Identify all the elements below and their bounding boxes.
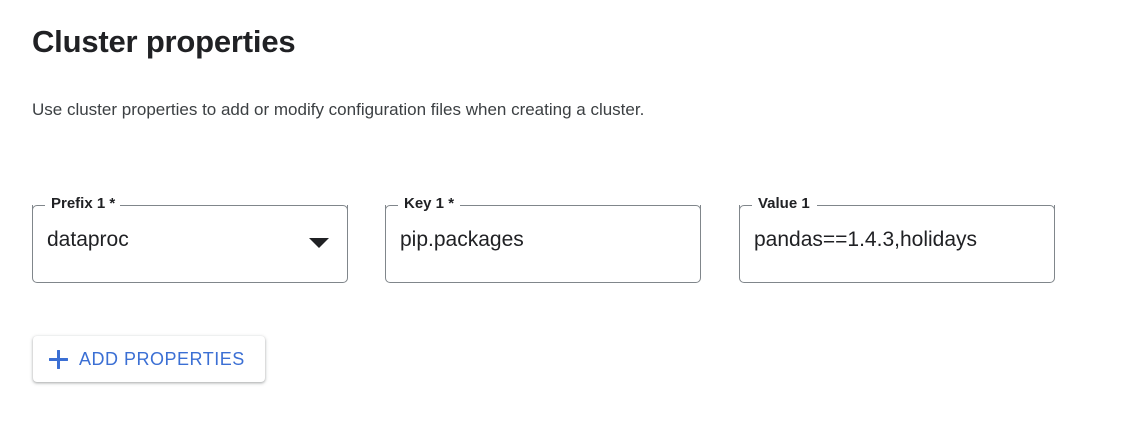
value-field-value[interactable]: pandas==1.4.3,holidays <box>754 228 978 251</box>
prefix-field-label: Prefix 1 * <box>46 195 121 213</box>
key-field-value[interactable]: pip.packages <box>400 228 524 251</box>
chevron-down-icon[interactable] <box>309 238 329 248</box>
outline-top-left <box>739 205 752 212</box>
outline-top-left <box>32 205 45 212</box>
prefix-field[interactable]: Prefix 1 * dataproc <box>32 195 348 283</box>
value-field[interactable]: Value 1 pandas==1.4.3,holidays <box>739 195 1055 283</box>
properties-row: Prefix 1 * dataproc Key 1 * pip.packages… <box>32 195 1092 285</box>
add-properties-button-label: ADD PROPERTIES <box>79 349 245 369</box>
add-properties-button[interactable]: ADD PROPERTIES <box>33 336 265 382</box>
page-description: Use cluster properties to add or modify … <box>32 100 645 119</box>
outline-top-left <box>385 205 398 212</box>
outline-top-right <box>460 205 701 212</box>
outline-top-right <box>817 205 1055 212</box>
prefix-field-value[interactable]: dataproc <box>47 228 129 251</box>
outline-top-right <box>119 205 348 212</box>
key-field[interactable]: Key 1 * pip.packages <box>385 195 701 283</box>
plus-icon <box>49 349 68 369</box>
key-field-label: Key 1 * <box>399 195 460 213</box>
value-field-label: Value 1 <box>753 195 815 213</box>
page-title: Cluster properties <box>32 24 296 59</box>
